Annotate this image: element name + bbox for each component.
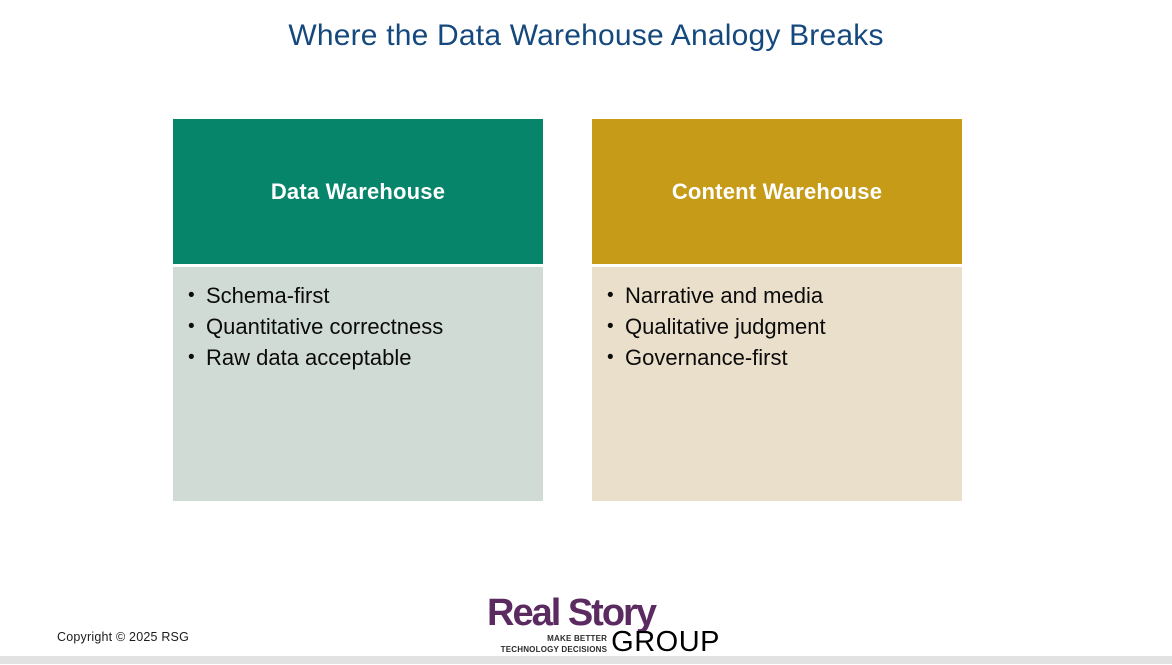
card-body-content-warehouse: Narrative and media Qualitative judgment… [592, 267, 962, 501]
bullet-item: Schema-first [186, 280, 533, 311]
bullet-item: Governance-first [605, 342, 952, 373]
card-body-data-warehouse: Schema-first Quantitative correctness Ra… [173, 267, 543, 501]
logo-group-text: GROUP [611, 626, 720, 658]
real-story-group-logo: Real Story MAKE BETTER TECHNOLOGY DECISI… [487, 594, 720, 657]
copyright-text: Copyright © 2025 RSG [57, 630, 190, 644]
card-header-content-warehouse: Content Warehouse [592, 119, 962, 264]
logo-brand-text: Real Story [487, 592, 657, 634]
bullet-item: Quantitative correctness [186, 311, 533, 342]
comparison-columns: Data Warehouse Schema-first Quantitative… [173, 119, 962, 501]
bullet-item: Qualitative judgment [605, 311, 952, 342]
slide-title: Where the Data Warehouse Analogy Breaks [288, 19, 884, 52]
bullet-item: Raw data acceptable [186, 342, 533, 373]
logo-tagline-line2: TECHNOLOGY DECISIONS [500, 644, 608, 654]
card-data-warehouse: Data Warehouse Schema-first Quantitative… [173, 119, 543, 501]
logo-tagline-line1: MAKE BETTER [547, 634, 608, 643]
card-content-warehouse: Content Warehouse Narrative and media Qu… [592, 119, 962, 501]
logo-lower-row: MAKE BETTER TECHNOLOGY DECISIONS GROUP [487, 626, 720, 658]
window-bottom-edge [0, 656, 1172, 664]
card-header-data-warehouse: Data Warehouse [173, 119, 543, 264]
logo-tagline: MAKE BETTER TECHNOLOGY DECISIONS [487, 629, 611, 656]
bullet-item: Narrative and media [605, 280, 952, 311]
